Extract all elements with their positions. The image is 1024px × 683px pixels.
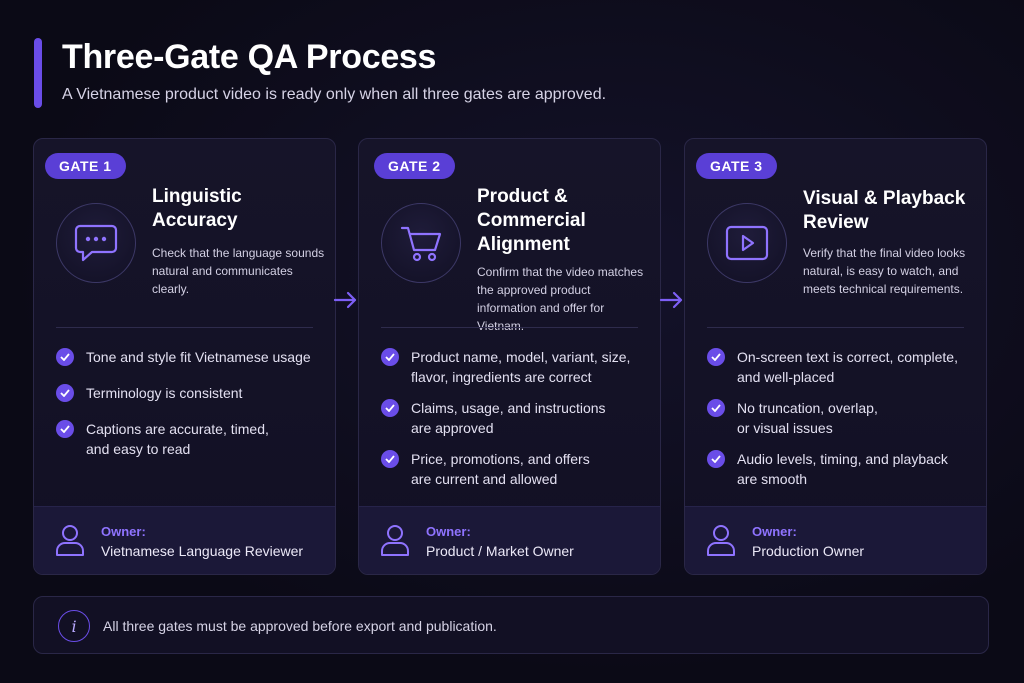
gate-description: Verify that the final video looks natura… — [803, 246, 966, 296]
chat-bubble-icon — [56, 203, 136, 283]
footer-note-text: All three gates must be approved before … — [103, 618, 497, 634]
check-item: No truncation, overlap, or visual issues — [707, 398, 887, 438]
owner-section: Owner: Product / Market Owner — [359, 506, 660, 574]
gate-badge: GATE 2 — [374, 153, 455, 179]
check-item: Terminology is consistent — [56, 383, 326, 403]
footer-note: i All three gates must be approved befor… — [33, 596, 989, 654]
check-item: Price, promotions, and offers are curren… — [381, 449, 606, 489]
check-icon — [56, 384, 74, 402]
arrow-right-icon — [659, 291, 683, 309]
user-icon — [56, 525, 84, 556]
check-item: On-screen text is correct, complete, and… — [707, 347, 967, 387]
check-icon — [707, 348, 725, 366]
check-list: Product name, model, variant, size, flav… — [381, 347, 651, 500]
gate-card-2: GATE 2 Product & Commercial Alignment Co… — [358, 138, 661, 575]
check-item: Claims, usage, and instructions are appr… — [381, 398, 611, 438]
check-icon — [381, 348, 399, 366]
check-icon — [56, 420, 74, 438]
gate-title: Visual & Playback Review — [803, 188, 966, 233]
shopping-cart-icon — [381, 203, 461, 283]
check-item: Tone and style fit Vietnamese usage — [56, 347, 326, 367]
check-icon — [381, 399, 399, 417]
owner-label: Owner: — [426, 524, 471, 539]
check-icon — [381, 450, 399, 468]
page-title: Three-Gate QA Process — [62, 38, 437, 76]
owner-name: Production Owner — [752, 543, 865, 559]
check-list: On-screen text is correct, complete, and… — [707, 347, 977, 500]
gate-badge: GATE 3 — [696, 153, 777, 179]
owner-label: Owner: — [101, 524, 146, 539]
divider — [56, 327, 313, 328]
gate-badge: GATE 1 — [45, 153, 126, 179]
divider — [381, 327, 638, 328]
page-subtitle: A Vietnamese product video is ready only… — [62, 86, 607, 103]
check-list: Tone and style fit Vietnamese usage Term… — [56, 347, 326, 470]
gate-title: Product & Commercial Alignment — [477, 186, 586, 255]
check-icon — [707, 399, 725, 417]
arrow-right-icon — [333, 291, 357, 309]
gate-description: Check that the language sounds natural a… — [152, 246, 325, 296]
owner-section: Owner: Vietnamese Language Reviewer — [34, 506, 335, 574]
check-item: Captions are accurate, timed, and easy t… — [56, 419, 271, 459]
check-icon — [56, 348, 74, 366]
gate-card-3: GATE 3 Visual & Playback Review Verify t… — [684, 138, 987, 575]
user-icon — [381, 525, 409, 556]
divider — [707, 327, 964, 328]
check-item: Product name, model, variant, size, flav… — [381, 347, 631, 387]
info-icon: i — [58, 610, 90, 642]
user-icon — [707, 525, 735, 556]
check-item: Audio levels, timing, and playback are s… — [707, 449, 957, 489]
owner-name: Vietnamese Language Reviewer — [101, 543, 304, 559]
gate-title: Linguistic Accuracy — [152, 186, 242, 231]
owner-section: Owner: Production Owner — [685, 506, 986, 574]
owner-label: Owner: — [752, 524, 797, 539]
owner-name: Product / Market Owner — [426, 543, 574, 559]
title-accent-bar — [34, 38, 42, 108]
video-play-icon — [707, 203, 787, 283]
check-icon — [707, 450, 725, 468]
gate-description: Confirm that the video matches the appro… — [477, 265, 644, 333]
gate-card-1: GATE 1 Linguistic Accuracy Check that th… — [33, 138, 336, 575]
